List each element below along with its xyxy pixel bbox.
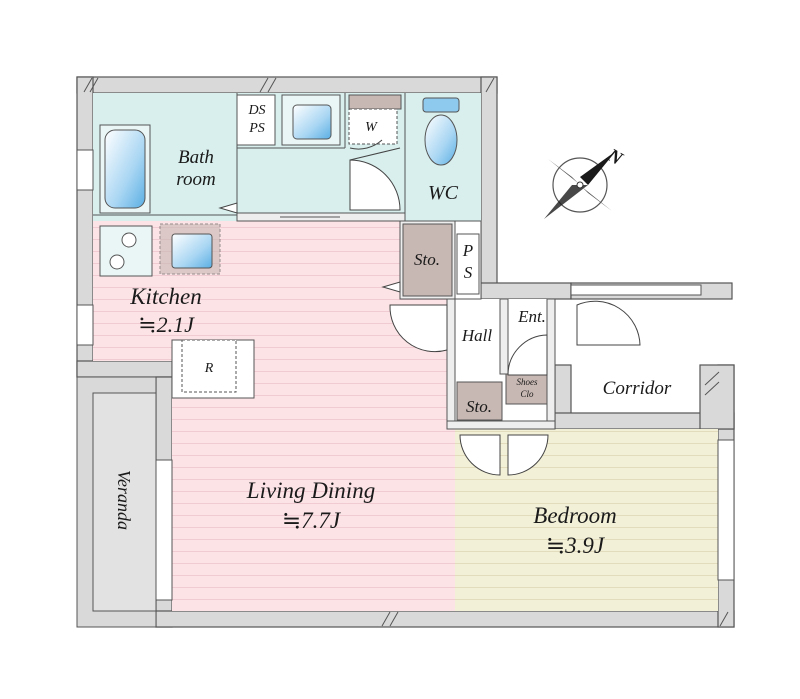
label-washer: W	[365, 120, 378, 135]
doors	[218, 139, 641, 476]
living-dining-floor	[93, 221, 455, 611]
pipe-space	[456, 233, 480, 295]
stove	[99, 225, 153, 277]
label-storage-2: Sto.	[466, 397, 492, 416]
label-shoes: Shoes	[517, 377, 538, 387]
toilet	[422, 97, 460, 166]
label-veranda: Veranda	[114, 470, 134, 530]
room-labels: Bath room DS PS W WC Sto. P S Kitchen ≒2…	[114, 103, 672, 558]
washer-shelf	[348, 94, 402, 110]
label-bath-2: room	[176, 169, 215, 190]
windows	[76, 149, 735, 601]
storage-1	[402, 223, 453, 297]
shoes-closet	[505, 373, 548, 405]
refrigerator	[171, 339, 255, 399]
wall-hatches	[83, 77, 729, 627]
label-hall: Hall	[461, 326, 493, 345]
duct-space	[236, 94, 276, 146]
label-living-size: ≒7.7J	[282, 508, 342, 533]
label-p: P	[462, 241, 473, 260]
label-ds: DS	[247, 103, 265, 118]
label-ps: PS	[248, 121, 265, 136]
veranda	[76, 376, 157, 628]
compass-north-label: N	[603, 144, 627, 170]
label-bedroom-size: ≒3.9J	[546, 533, 606, 558]
label-bath-1: Bath	[178, 147, 214, 168]
kitchen-sink	[159, 223, 221, 275]
label-refrigerator: R	[204, 361, 214, 376]
bathtub	[99, 124, 151, 214]
label-entrance: Ent.	[517, 307, 546, 326]
label-s: S	[464, 263, 473, 282]
label-storage-1: Sto.	[414, 250, 440, 269]
compass	[544, 151, 616, 219]
label-bedroom: Bedroom	[533, 503, 616, 528]
label-living-dining: Living Dining	[246, 478, 375, 503]
wash-basin	[281, 94, 341, 146]
label-corridor: Corridor	[603, 378, 672, 399]
label-wc: WC	[428, 182, 459, 204]
label-kitchen-size: ≒2.1J	[138, 312, 195, 337]
label-clo: Clo	[520, 389, 534, 399]
storage-2	[456, 381, 503, 421]
label-kitchen: Kitchen	[129, 284, 202, 309]
washer-space	[348, 108, 398, 145]
